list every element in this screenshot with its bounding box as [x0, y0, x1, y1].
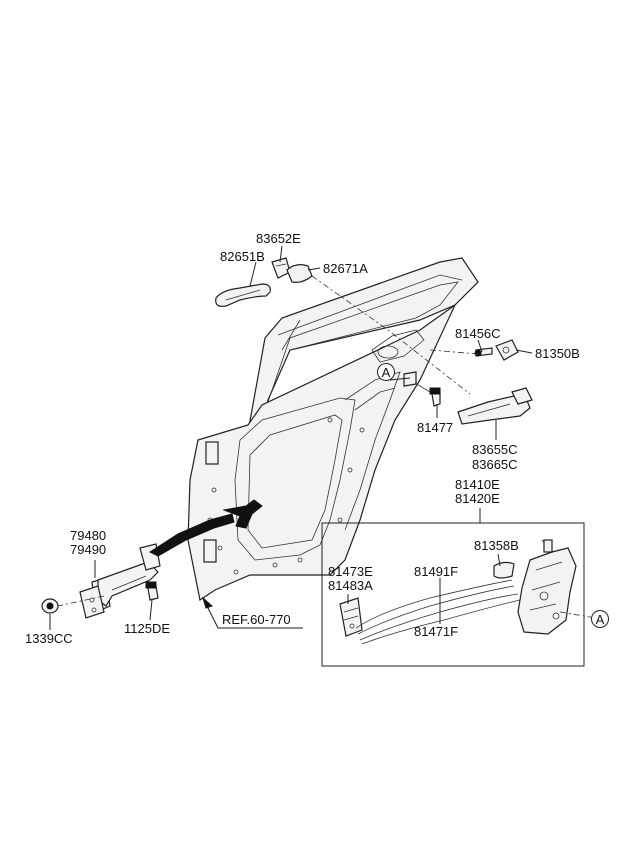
nut-1339cc [41, 598, 59, 614]
latch-assembly [517, 539, 577, 635]
label-81477: 81477 [417, 420, 453, 435]
label-79490: 79490 [70, 542, 106, 557]
label-82651b: 82651B [220, 249, 265, 264]
handle-cover [271, 257, 291, 279]
label-1339cc: 1339CC [25, 631, 73, 646]
label-81473e: 81473E [328, 564, 373, 579]
cap-81350b [495, 339, 519, 361]
bolt-1125de [145, 581, 159, 601]
screw-81456c [474, 347, 493, 357]
label-83665c: 83665C [472, 457, 518, 472]
dashed-leaders [57, 275, 597, 619]
door-check [79, 543, 161, 619]
ref-pointer [202, 596, 303, 629]
pointer-arrow [148, 513, 235, 557]
label-81483a: 81483A [328, 578, 373, 593]
label-81350b: 81350B [535, 346, 580, 361]
label-ref-60-770: REF.60-770 [222, 612, 291, 627]
handle-bracket-81473e [339, 597, 363, 637]
callout-a-upper: A [377, 363, 395, 381]
latch-cover [493, 561, 515, 579]
leader-lines [49, 245, 533, 630]
latch-group-box [321, 522, 585, 667]
label-81491f: 81491F [414, 564, 458, 579]
label-83655c: 83655C [472, 442, 518, 457]
label-79480: 79480 [70, 528, 106, 543]
label-83652e: 83652E [256, 231, 301, 246]
label-81420e: 81420E [455, 491, 500, 506]
handle-bracket [286, 264, 313, 283]
label-81456c: 81456C [455, 326, 501, 341]
callout-a-right-label: A [596, 612, 605, 627]
outside-handle [215, 283, 271, 307]
callout-a-right: A [591, 610, 609, 628]
label-81410e: 81410E [455, 477, 500, 492]
label-81358b: 81358B [474, 538, 519, 553]
inside-handle [457, 387, 533, 425]
part-labels: 83652E 82651B 82671A 81456C 81350B 81477… [25, 231, 580, 646]
label-1125de: 1125DE [124, 621, 170, 636]
callout-a-upper-label: A [382, 365, 391, 380]
label-81471f: 81471F [414, 624, 458, 639]
label-82671a: 82671A [323, 261, 368, 276]
bolt-81477 [403, 371, 441, 407]
